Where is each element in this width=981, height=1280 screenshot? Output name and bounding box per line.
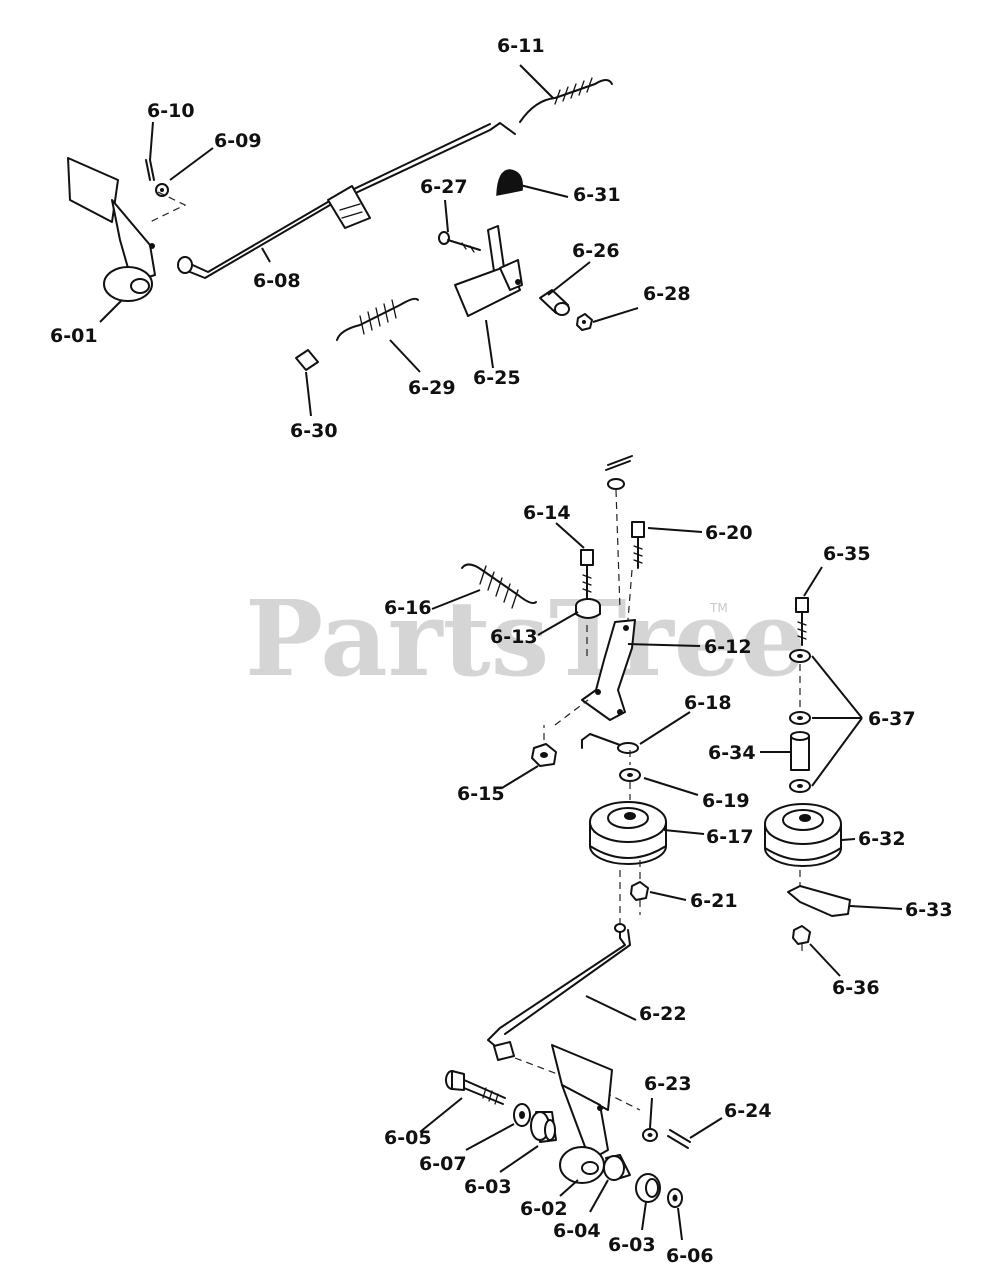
part-spring-6-11 bbox=[519, 77, 613, 123]
part-spacer-6-04 bbox=[603, 1154, 631, 1181]
part-top-pin bbox=[605, 455, 633, 490]
label-6-18: 6-18 bbox=[684, 692, 732, 714]
label-6-35: 6-35 bbox=[823, 543, 871, 565]
part-pedal-6-01 bbox=[67, 157, 156, 302]
part-washer-6-37-mid bbox=[789, 711, 811, 725]
label-6-15: 6-15 bbox=[457, 783, 505, 805]
part-washer-6-07 bbox=[513, 1103, 531, 1127]
label-6-26: 6-26 bbox=[572, 240, 620, 262]
part-nut-6-28 bbox=[576, 313, 593, 331]
label-6-34: 6-34 bbox=[708, 742, 756, 764]
label-6-30: 6-30 bbox=[290, 420, 338, 442]
part-bracket-6-12 bbox=[581, 619, 636, 721]
part-lever-6-25 bbox=[454, 225, 523, 317]
watermark-text: PartsTree bbox=[245, 577, 806, 700]
part-pulley-6-17 bbox=[589, 801, 667, 865]
part-pin-6-24 bbox=[667, 1129, 691, 1149]
part-rod-6-22 bbox=[487, 923, 631, 1061]
part-bolt-6-35 bbox=[795, 597, 809, 646]
part-washer-6-37-low bbox=[789, 779, 811, 793]
label-6-11: 6-11 bbox=[497, 35, 545, 57]
label-6-21: 6-21 bbox=[690, 890, 738, 912]
part-labels: 6-01 6-11 6-10 6-09 6-08 6-27 6-31 6-26 … bbox=[50, 35, 953, 1267]
label-6-19: 6-19 bbox=[702, 790, 750, 812]
part-clip-6-30 bbox=[295, 349, 319, 371]
part-bolt-6-20 bbox=[631, 521, 645, 569]
part-spacer-6-13 bbox=[575, 598, 601, 619]
part-pin-6-10 bbox=[145, 159, 155, 181]
part-nut-6-15 bbox=[531, 743, 557, 767]
label-6-06: 6-06 bbox=[666, 1245, 714, 1267]
label-6-31: 6-31 bbox=[573, 184, 621, 206]
part-spacer-6-26 bbox=[539, 289, 570, 316]
label-6-08: 6-08 bbox=[253, 270, 301, 292]
label-6-13: 6-13 bbox=[490, 626, 538, 648]
label-6-03-right: 6-03 bbox=[608, 1234, 656, 1256]
label-6-14: 6-14 bbox=[523, 502, 571, 524]
label-6-24: 6-24 bbox=[724, 1100, 772, 1122]
label-6-22: 6-22 bbox=[639, 1003, 687, 1025]
part-bushing-6-03-right bbox=[635, 1173, 661, 1203]
label-6-16: 6-16 bbox=[384, 597, 432, 619]
part-bolt-6-27 bbox=[438, 231, 481, 253]
part-rod-6-08 bbox=[177, 122, 516, 279]
part-rod-6-18 bbox=[581, 733, 639, 754]
label-6-09: 6-09 bbox=[214, 130, 262, 152]
label-6-17: 6-17 bbox=[706, 826, 754, 848]
label-6-01: 6-01 bbox=[50, 325, 98, 347]
label-6-02: 6-02 bbox=[520, 1198, 568, 1220]
label-6-25: 6-25 bbox=[473, 367, 521, 389]
label-6-36: 6-36 bbox=[832, 977, 880, 999]
label-6-07: 6-07 bbox=[419, 1153, 467, 1175]
part-pulley-6-32 bbox=[764, 803, 842, 867]
label-6-28: 6-28 bbox=[643, 283, 691, 305]
part-bracket-6-33 bbox=[787, 885, 851, 917]
label-6-10: 6-10 bbox=[147, 100, 195, 122]
label-6-20: 6-20 bbox=[705, 522, 753, 544]
part-spring-6-16 bbox=[461, 563, 537, 609]
label-6-27: 6-27 bbox=[420, 176, 468, 198]
part-spacer-6-34 bbox=[790, 731, 810, 771]
part-nut-6-36 bbox=[792, 925, 811, 945]
label-6-12: 6-12 bbox=[704, 636, 752, 658]
label-6-23: 6-23 bbox=[644, 1073, 692, 1095]
leader-lines bbox=[99, 64, 903, 1241]
part-washer-6-23 bbox=[642, 1128, 658, 1142]
label-6-04: 6-04 bbox=[553, 1220, 601, 1242]
watermark-trademark: TM bbox=[709, 601, 728, 615]
label-6-03-left: 6-03 bbox=[464, 1176, 512, 1198]
part-bushing-6-03-left bbox=[530, 1111, 557, 1143]
part-nut-6-21 bbox=[630, 881, 649, 901]
label-6-37: 6-37 bbox=[868, 708, 916, 730]
watermark: PartsTree TM bbox=[245, 577, 806, 700]
part-washer-6-37-top bbox=[789, 649, 811, 663]
part-washer-6-19 bbox=[619, 768, 641, 782]
label-6-32: 6-32 bbox=[858, 828, 906, 850]
label-6-05: 6-05 bbox=[384, 1127, 432, 1149]
label-6-29: 6-29 bbox=[408, 377, 456, 399]
part-cap-6-31 bbox=[496, 169, 523, 196]
part-bolt-6-05 bbox=[445, 1070, 506, 1105]
label-6-33: 6-33 bbox=[905, 899, 953, 921]
part-pedal-6-02 bbox=[551, 1044, 613, 1184]
part-spring-6-29 bbox=[336, 297, 419, 341]
part-washer-6-06 bbox=[667, 1188, 683, 1208]
part-bolt-6-14 bbox=[580, 549, 594, 599]
